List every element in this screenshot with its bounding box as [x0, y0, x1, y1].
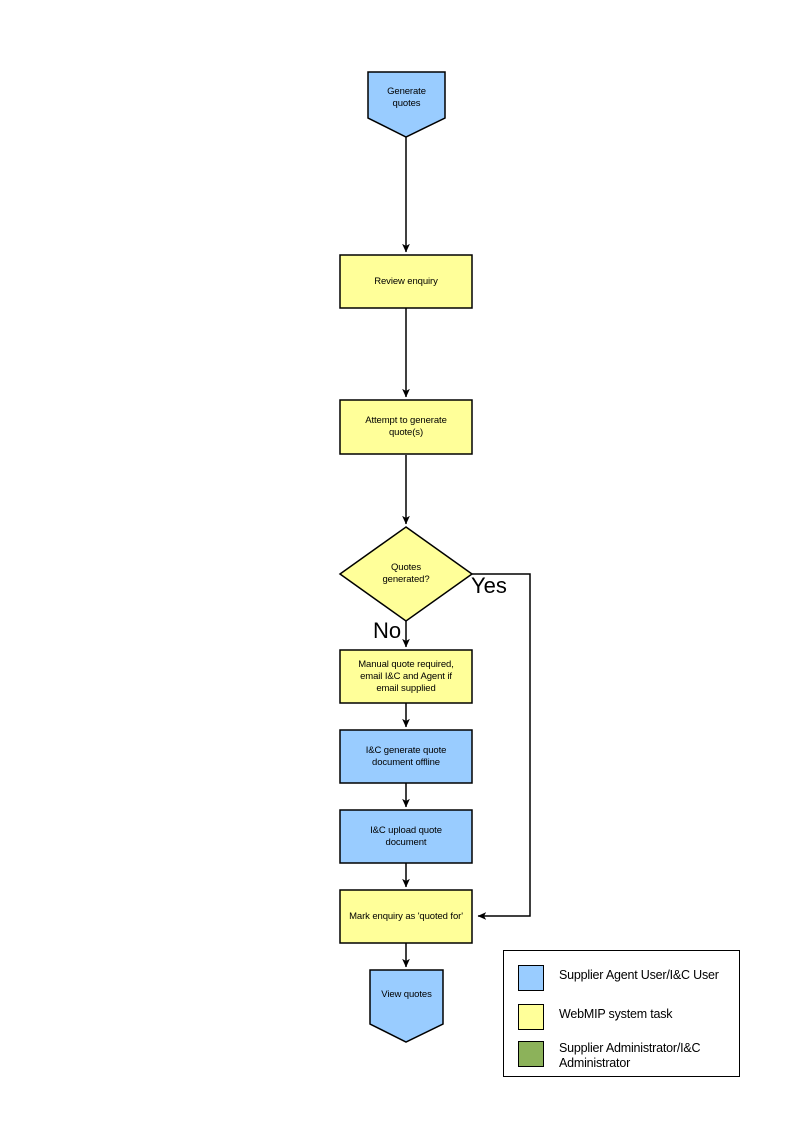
- node-shape-generate-quotes: [367, 71, 446, 138]
- legend-item-supplier-agent-user: Supplier Agent User/I&C User: [518, 965, 719, 991]
- legend-swatch-green: [518, 1041, 544, 1067]
- node-shape-view-quotes: [369, 969, 444, 1043]
- legend-item-webmip-system-task: WebMIP system task: [518, 1004, 673, 1030]
- legend-label-supplier-agent-user: Supplier Agent User/I&C User: [559, 968, 719, 982]
- node-shape-review-enquiry: [339, 254, 473, 309]
- branch-label-no: No: [373, 618, 402, 643]
- legend-label-supplier-administrator: Supplier Administrator/I&C Administrator: [559, 1041, 701, 1070]
- legend-swatch-yellow: [518, 1004, 544, 1030]
- node-shape-attempt-generate: [339, 399, 473, 455]
- legend-swatch-blue: [518, 965, 544, 991]
- legend: Supplier Agent User/I&C User WebMIP syst…: [503, 950, 740, 1077]
- legend-item-supplier-administrator: Supplier Administrator/I&C Administrator: [518, 1041, 701, 1071]
- node-shape-ic-generate-offline: [339, 729, 473, 784]
- node-shape-mark-quoted-for: [339, 889, 473, 944]
- legend-label-webmip-system-task: WebMIP system task: [559, 1007, 673, 1021]
- node-shape-quotes-generated: [338, 526, 474, 622]
- branch-label-yes: Yes: [471, 573, 507, 598]
- node-shape-manual-quote: [339, 649, 473, 704]
- connector-yes-to-mark: [472, 573, 531, 920]
- node-shape-ic-upload-document: [339, 809, 473, 864]
